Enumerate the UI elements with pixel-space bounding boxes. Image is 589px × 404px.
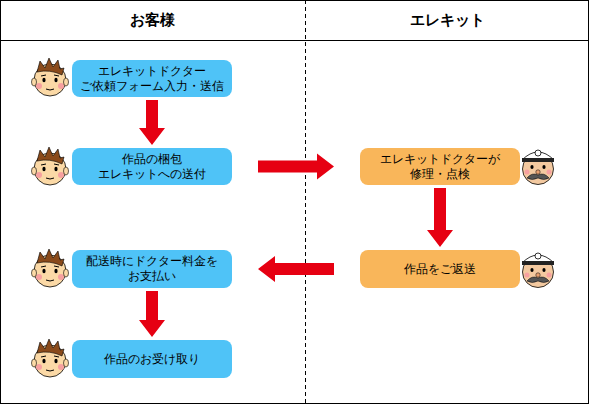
process-box: エレキットドクターが 修理・点検 [360, 148, 520, 185]
process-box: エレキットドクター ご依頼フォーム入力・送信 [72, 60, 232, 97]
process-box: 作品の梱包 エレキットへの送付 [72, 148, 232, 185]
box-text: エレキットドクター ご依頼フォーム入力・送信 [78, 64, 226, 94]
process-box: 作品のお受け取り [72, 340, 232, 378]
customer-face [32, 339, 69, 377]
doctor-face [522, 150, 554, 185]
flow-arrow [258, 154, 334, 180]
customer-face [32, 249, 69, 287]
flow-arrow [139, 291, 165, 337]
box-text: エレキットドクターが 修理・点検 [366, 152, 514, 182]
process-box: 配送時にドクター料金を お支払い [72, 250, 232, 288]
column-header: エレキット [305, 0, 589, 40]
flow-arrow [258, 256, 334, 282]
column-divider [305, 0, 306, 404]
box-text: 作品のお受け取り [104, 352, 200, 367]
box-text: 作品の梱包 エレキットへの送付 [78, 152, 226, 182]
column-header: お客様 [0, 0, 305, 40]
flow-arrow [427, 188, 453, 247]
process-box: 作品をご返送 [360, 250, 520, 288]
flow-arrow [139, 100, 165, 145]
box-text: 作品をご返送 [404, 262, 476, 277]
header-rule [0, 40, 589, 41]
doctor-face [522, 253, 554, 288]
box-text: 配送時にドクター料金を お支払い [78, 254, 226, 284]
customer-face [32, 147, 69, 185]
customer-face [32, 58, 69, 96]
